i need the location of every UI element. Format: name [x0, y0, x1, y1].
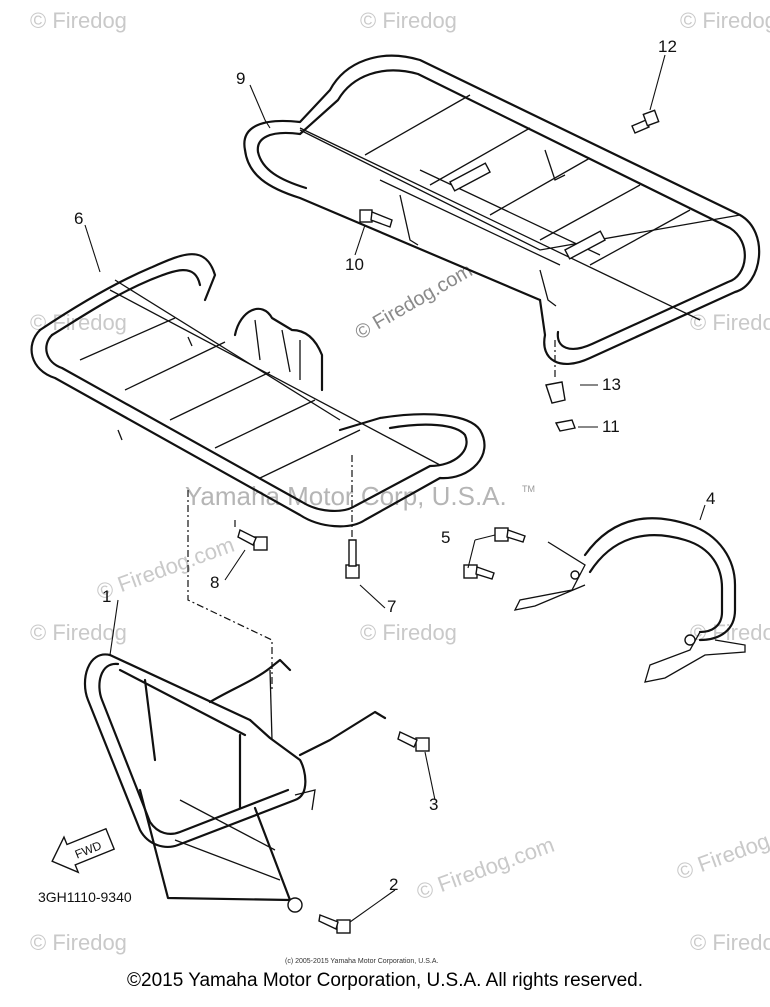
callouts: 1 2 3 4 5 6 7 8 9 10 11 12 13: [74, 37, 715, 894]
callout-4: 4: [706, 489, 715, 508]
side-bar-part: [513, 517, 746, 683]
watermark-text: © Firedog: [30, 930, 127, 955]
rear-carrier-part: [243, 54, 761, 366]
callout-12: 12: [658, 37, 677, 56]
callout-9: 9: [236, 69, 245, 88]
callout-8: 8: [210, 573, 219, 592]
callout-2: 2: [389, 875, 398, 894]
assembly-lines: [187, 340, 556, 690]
leader-lines: [84, 54, 706, 923]
watermark-text: © Firedog: [360, 8, 457, 33]
watermark-yamaha: Yamaha Motor Corp, U.S.A.: [185, 481, 507, 511]
callout-13: 13: [602, 375, 621, 394]
callout-1: 1: [102, 587, 111, 606]
watermark-text: © Firedog: [690, 310, 770, 335]
callout-5: 5: [441, 528, 450, 547]
callout-3: 3: [429, 795, 438, 814]
watermark-text: © Firedog: [690, 930, 770, 955]
fwd-arrow: FWD: [51, 827, 116, 874]
part-code: 3GH1110-9340: [38, 889, 132, 905]
watermark-tm: TM: [522, 484, 535, 494]
watermark-text: © Firedog.com: [413, 832, 557, 905]
watermark-firedog: © Firedog.com: [352, 260, 477, 345]
watermark-text: © Firedog: [360, 620, 457, 645]
fasteners: [237, 109, 660, 934]
callout-7: 7: [387, 597, 396, 616]
front-guard-part: [83, 653, 387, 913]
footer-copyright: ©2015 Yamaha Motor Corporation, U.S.A. A…: [127, 970, 643, 991]
watermark-text: © Firedog: [30, 8, 127, 33]
small-copyright: (c) 2005-2015 Yamaha Motor Corporation, …: [285, 958, 438, 965]
watermark-text: © Firedog.com: [673, 812, 770, 885]
front-carrier-part: [30, 253, 486, 528]
callout-6: 6: [74, 209, 83, 228]
watermark-text: © Firedog.com: [93, 532, 237, 605]
watermark-text: © Firedog: [30, 620, 127, 645]
callout-10: 10: [345, 255, 364, 274]
callout-11: 11: [602, 417, 620, 436]
watermark-text: © Firedog: [30, 310, 127, 335]
watermark-text: © Firedog: [680, 8, 770, 33]
